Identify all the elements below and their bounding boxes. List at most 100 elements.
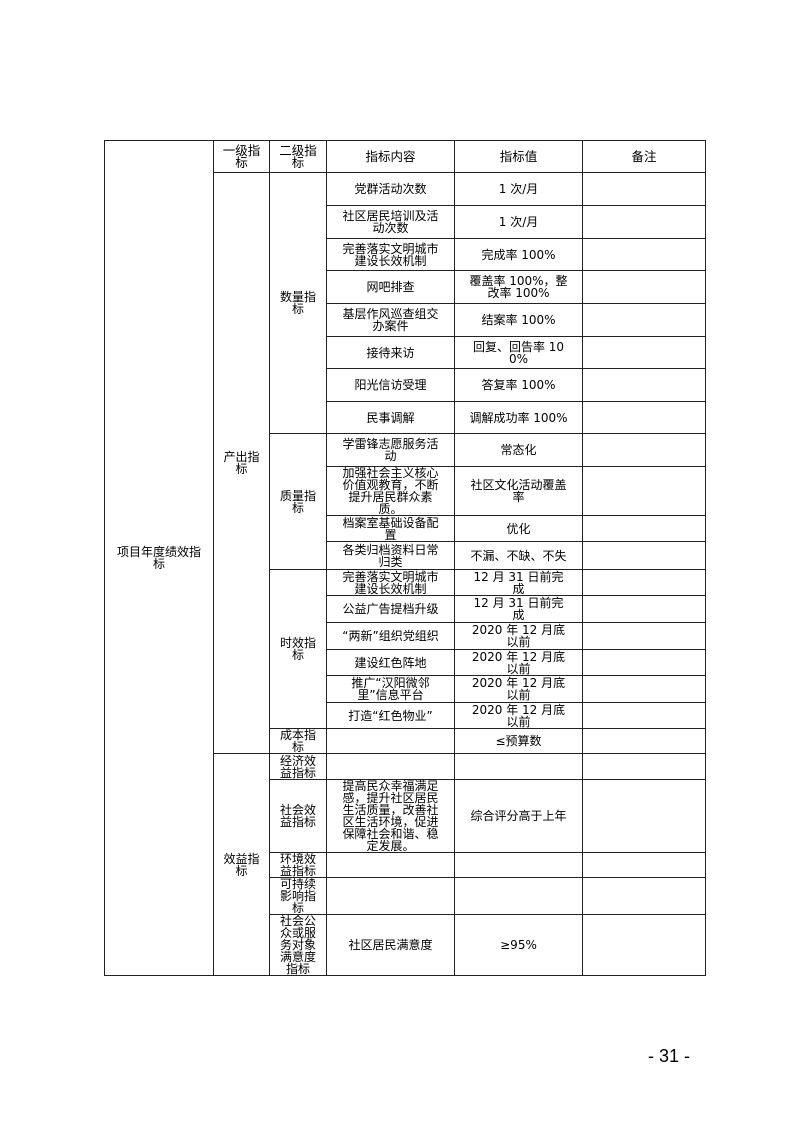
note-cell bbox=[582, 270, 706, 304]
note-cell bbox=[582, 433, 706, 467]
indicator-content-cell: 阳光信访受理 bbox=[326, 368, 455, 402]
note-cell bbox=[582, 779, 706, 853]
note-cell bbox=[582, 336, 706, 369]
indicator-value-cell: ≤预算数 bbox=[454, 728, 583, 754]
note-cell bbox=[582, 649, 706, 676]
indicator-value-cell: 2020 年 12 月底以前 bbox=[454, 622, 583, 650]
indicator-content-cell-text: 接待来访 bbox=[366, 345, 415, 360]
indicator-value-cell-text: 完成率 100% bbox=[481, 247, 556, 262]
table-row: 各类归档资料日常归类 不漏、不缺、不失 bbox=[105, 541, 706, 570]
level2-cell-text: 质量指标 bbox=[279, 488, 316, 515]
indicator-content-cell: 推广“汉阳微邻里”信息平台 bbox=[326, 675, 455, 703]
indicator-value-cell-text: 12 月 31 日前完成 bbox=[473, 596, 564, 622]
indicator-value-cell: 社区文化活动覆盖率 bbox=[454, 466, 583, 516]
note-cell bbox=[582, 675, 706, 703]
header-note: 备注 bbox=[582, 140, 706, 173]
indicator-value-cell-text: 2020 年 12 月底以前 bbox=[471, 623, 566, 649]
note-cell bbox=[582, 303, 706, 337]
indicator-content-cell-text: 完善落实文明城市建设长效机制 bbox=[342, 569, 439, 596]
indicator-value-cell: 综合评分高于上年 bbox=[454, 779, 583, 853]
indicator-value-cell-text: 常态化 bbox=[500, 443, 537, 457]
header-value-text: 指标值 bbox=[499, 148, 538, 164]
indicator-content-cell-text: 阳光信访受理 bbox=[354, 378, 427, 392]
indicator-content-cell: 党群活动次数 bbox=[326, 172, 455, 206]
level1-cell-text: 效益指标 bbox=[223, 851, 260, 878]
level2-cell: 成本指标 bbox=[269, 728, 327, 754]
table-row: 民事调解 调解成功率 100% bbox=[105, 401, 706, 434]
indicator-content-cell bbox=[326, 753, 455, 780]
indicator-value-cell: 结案率 100% bbox=[454, 303, 583, 337]
indicator-content-cell-text: 社区居民培训及活动次数 bbox=[342, 209, 439, 235]
level2-cell-text: 经济效益指标 bbox=[279, 753, 316, 780]
indicator-content-cell-text: 各类归档资料日常归类 bbox=[342, 542, 439, 569]
indicator-value-cell-text: 不漏、不缺、不失 bbox=[470, 548, 567, 563]
indicator-content-cell: 完善落实文明城市建设长效机制 bbox=[326, 569, 455, 596]
indicator-content-cell-text: 档案室基础设备配置 bbox=[342, 515, 439, 542]
header-level1-text: 一级指标 bbox=[222, 142, 261, 170]
indicator-value-cell-text: 调解成功率 100% bbox=[469, 410, 568, 425]
level2-cell-text: 数量指标 bbox=[279, 290, 316, 316]
level2-cell: 时效指标 bbox=[269, 569, 327, 729]
header-value: 指标值 bbox=[454, 140, 583, 173]
indicator-content-cell-text: 公益广告提档升级 bbox=[342, 602, 439, 616]
indicator-value-cell-text: 社区文化活动覆盖率 bbox=[470, 478, 567, 504]
indicator-content-cell: 网吧排查 bbox=[326, 270, 455, 304]
level1-cell: 产出指标 bbox=[213, 172, 270, 754]
table-row: 接待来访 回复、回告率 100% bbox=[105, 336, 706, 369]
level2-cell: 环境效益指标 bbox=[269, 852, 327, 878]
note-cell bbox=[582, 914, 706, 976]
indicator-value-cell: 覆盖率 100%，整改率 100% bbox=[454, 270, 583, 304]
table-row: 可持续影响指标 bbox=[105, 877, 706, 915]
indicator-value-cell: 回复、回告率 100% bbox=[454, 336, 583, 369]
header-note-text: 备注 bbox=[631, 148, 657, 164]
indicator-value-cell: 不漏、不缺、不失 bbox=[454, 541, 583, 570]
indicator-value-cell-text: ≥95% bbox=[500, 938, 537, 952]
indicator-content-cell: 各类归档资料日常归类 bbox=[326, 541, 455, 570]
indicator-content-cell-text: 基层作风巡查组交办案件 bbox=[342, 307, 439, 333]
note-cell bbox=[582, 205, 706, 239]
indicator-content-cell: 档案室基础设备配置 bbox=[326, 515, 455, 542]
note-cell bbox=[582, 622, 706, 650]
note-cell bbox=[582, 877, 706, 915]
indicator-value-cell-text: 12 月 31 日前完成 bbox=[473, 569, 564, 596]
indicator-value-cell-text: 覆盖率 100%，整改率 100% bbox=[469, 274, 568, 300]
level1-cell-text: 产出指标 bbox=[223, 450, 260, 476]
table-row: 公益广告提档升级 12 月 31 日前完成 bbox=[105, 595, 706, 623]
indicator-content-cell: 提高民众幸福满足感，提升社区居民生活质量，改善社区生活环境，促进保障社会和谐、稳… bbox=[326, 779, 455, 853]
indicator-content-cell-text: 打造“红色物业” bbox=[348, 708, 433, 723]
indicator-content-cell-text: 民事调解 bbox=[366, 410, 415, 425]
indicator-content-cell-text: 加强社会主义核心价值观教育，不断提升居民群众素质。 bbox=[342, 466, 439, 516]
indicator-value-cell-text: 2020 年 12 月底以前 bbox=[471, 649, 566, 676]
indicator-value-cell-text: 回复、回告率 100% bbox=[472, 339, 565, 366]
indicator-value-cell: 2020 年 12 月底以前 bbox=[454, 675, 583, 703]
table-row: 社会效益指标提高民众幸福满足感，提升社区居民生活质量，改善社区生活环境，促进保障… bbox=[105, 779, 706, 853]
note-cell bbox=[582, 541, 706, 570]
indicator-content-cell bbox=[326, 728, 455, 754]
indicator-value-cell-text: 1 次/月 bbox=[498, 182, 539, 196]
indicator-value-cell-text: 优化 bbox=[506, 521, 531, 536]
indicator-value-cell: 完成率 100% bbox=[454, 238, 583, 271]
note-cell bbox=[582, 172, 706, 206]
indicator-content-cell-text: 网吧排查 bbox=[366, 280, 415, 294]
indicator-content-cell: 打造“红色物业” bbox=[326, 702, 455, 729]
indicator-value-cell: 调解成功率 100% bbox=[454, 401, 583, 434]
header-content-text: 指标内容 bbox=[365, 148, 416, 164]
level2-cell: 社会公众或服务对象满意度指标 bbox=[269, 914, 327, 976]
header-level2-text: 二级指标 bbox=[279, 142, 317, 170]
table-row: 质量指标学雷锋志愿服务活动 常态化 bbox=[105, 433, 706, 570]
indicator-content-cell bbox=[326, 852, 455, 878]
indicator-value-cell: 常态化 bbox=[454, 433, 583, 467]
indicator-content-cell-text: 社区居民满意度 bbox=[348, 938, 433, 952]
table-row: 产出指标 数量指标 党群活动次数 1 次/月 bbox=[105, 172, 706, 754]
level2-cell-text: 社会公众或服务对象满意度指标 bbox=[279, 914, 316, 976]
indicator-value-cell: 答复率 100% bbox=[454, 368, 583, 402]
indicator-value-cell bbox=[454, 753, 583, 780]
indicator-value-cell: 1 次/月 bbox=[454, 172, 583, 206]
indicator-content-cell: 学雷锋志愿服务活动 bbox=[326, 433, 455, 467]
indicator-value-cell-text: 答复率 100% bbox=[481, 378, 556, 392]
level2-cell-text: 时效指标 bbox=[279, 636, 316, 662]
header-row: 项目年度绩效指标一级指标二级指标指标内容指标值备注 bbox=[104, 140, 706, 976]
